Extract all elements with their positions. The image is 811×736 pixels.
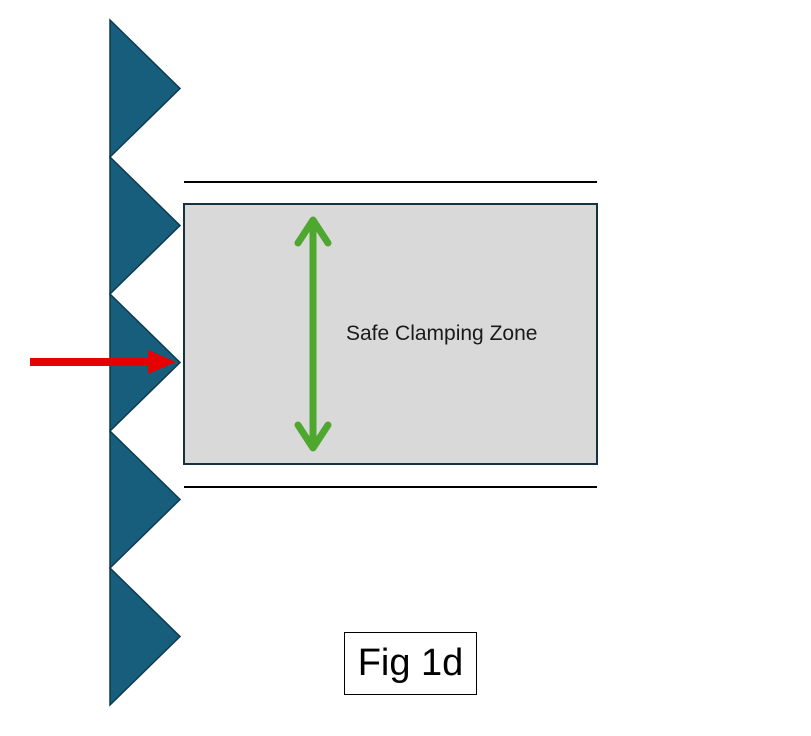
figure-label-text: Fig 1d — [357, 642, 464, 684]
jaw-tooth — [109, 155, 182, 296]
safe-clamping-zone — [183, 203, 598, 465]
force-arrow-icon — [30, 350, 176, 374]
double-headed-arrow-icon — [294, 216, 332, 452]
figure-label: Fig 1d — [344, 632, 477, 695]
zone-label: Safe Clamping Zone — [346, 322, 538, 345]
jaw-tooth — [109, 566, 182, 707]
jaw-tooth — [109, 18, 182, 159]
jaw-tooth — [109, 429, 182, 570]
